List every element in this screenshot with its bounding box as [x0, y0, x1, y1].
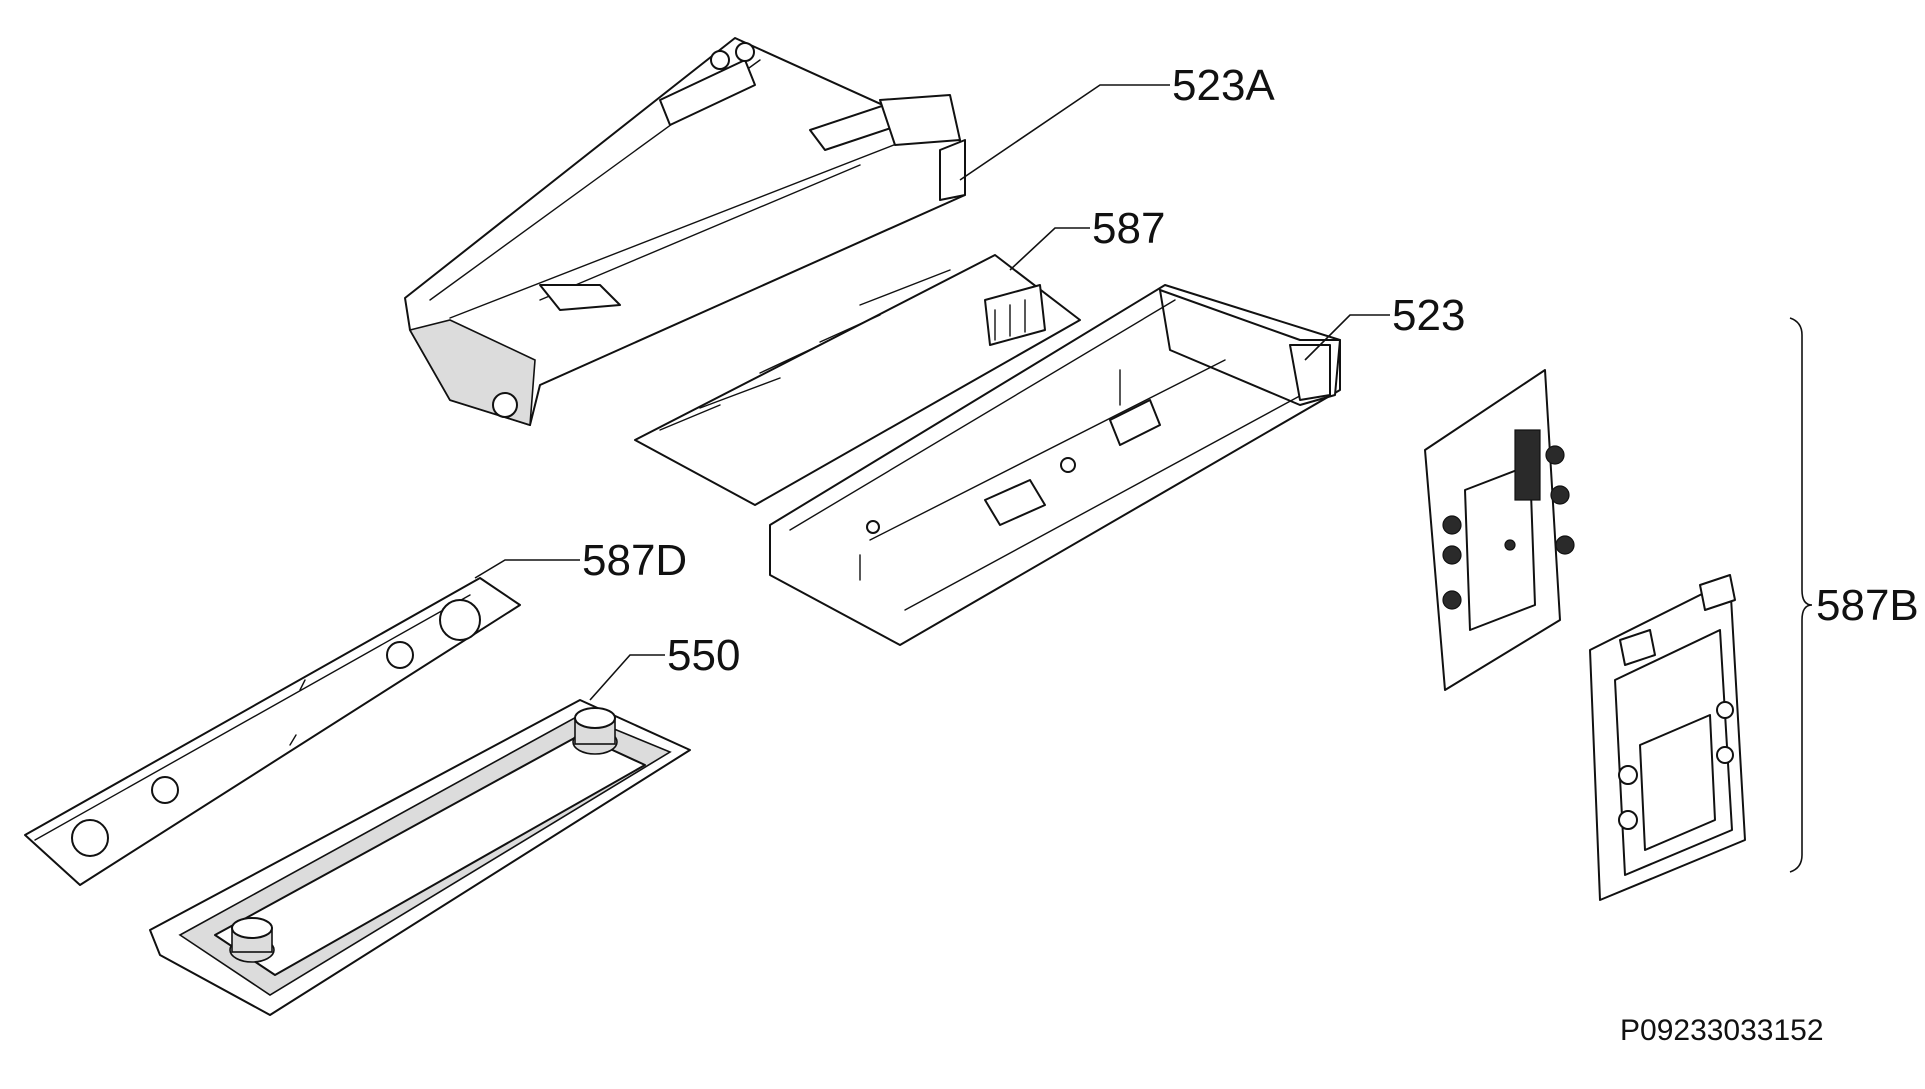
callout-523: 523: [1392, 291, 1465, 340]
part-587d-cover-strip: [24, 577, 521, 886]
part-587b-display-frame: [1589, 574, 1746, 901]
part-587b-board: [1424, 369, 1575, 691]
callout-587: 587: [1092, 204, 1165, 253]
leader-lines: [474, 84, 1813, 873]
part-523-lower-tray: [769, 284, 1341, 646]
callout-550: 550: [667, 631, 740, 680]
callout-523a: 523A: [1172, 61, 1275, 110]
drawing-code: P09233033152: [1620, 1014, 1824, 1047]
callout-587b: 587B: [1816, 581, 1919, 630]
part-523a-upper-frame: [404, 37, 966, 427]
part-550-button-frame: [149, 699, 691, 1016]
part-587-circuit-board: [634, 254, 1081, 506]
callout-587d: 587D: [582, 536, 687, 585]
